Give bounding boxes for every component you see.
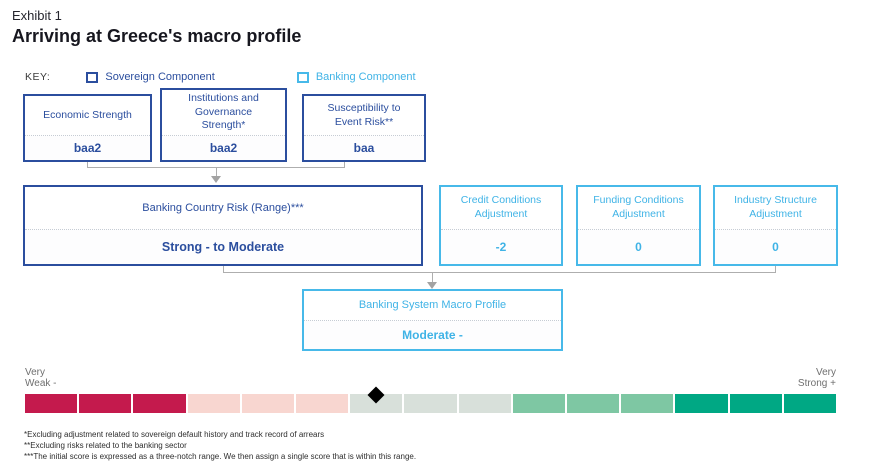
industry-structure-box: Industry Structure Adjustment 0 <box>713 185 838 266</box>
box-value: 0 <box>715 230 836 264</box>
connector-line <box>216 167 217 177</box>
box-label: Institutions and Governance Strength* <box>162 90 285 136</box>
scale-segment <box>783 394 837 413</box>
credit-conditions-box: Credit Conditions Adjustment -2 <box>439 185 563 266</box>
economic-strength-box: Economic Strength baa2 <box>23 94 152 162</box>
scale-segment <box>79 394 132 413</box>
scale-label-weak: Very Weak - <box>25 367 57 389</box>
scale-segment <box>133 394 186 413</box>
connector-line <box>775 266 776 272</box>
scale-segment <box>512 394 566 413</box>
box-value: baa <box>304 136 424 160</box>
box-value: baa2 <box>25 136 150 160</box>
exhibit-number: Exhibit 1 <box>12 8 62 23</box>
box-label: Credit Conditions Adjustment <box>441 187 561 230</box>
box-label: Economic Strength <box>25 96 150 136</box>
scale-segment <box>404 394 457 413</box>
footnotes: *Excluding adjustment related to soverei… <box>24 429 416 462</box>
scale-segment <box>567 394 620 413</box>
banking-country-risk-box: Banking Country Risk (Range)*** Strong -… <box>23 185 423 266</box>
scale-segment <box>350 394 403 413</box>
legend: KEY: Sovereign Component Banking Compone… <box>25 71 416 83</box>
box-label: Industry Structure Adjustment <box>715 187 836 230</box>
scale-segment <box>729 394 782 413</box>
event-risk-box: Susceptibility to Event Risk** baa <box>302 94 426 162</box>
scale-segment <box>25 394 78 413</box>
connector-line <box>344 162 345 168</box>
connector-line <box>223 272 776 273</box>
box-value: baa2 <box>162 136 285 160</box>
funding-conditions-box: Funding Conditions Adjustment 0 <box>576 185 701 266</box>
box-label: Banking Country Risk (Range)*** <box>25 187 421 230</box>
footnote: *Excluding adjustment related to soverei… <box>24 430 325 439</box>
box-label: Funding Conditions Adjustment <box>578 187 699 230</box>
connector-line <box>223 266 224 272</box>
legend-item-label: Banking Component <box>315 71 416 83</box>
box-value: Strong - to Moderate <box>25 230 421 264</box>
page-title: Arriving at Greece's macro profile <box>12 26 302 46</box>
legend-item-sovereign: Sovereign Component <box>86 71 215 83</box>
institutions-governance-box: Institutions and Governance Strength* ba… <box>160 88 287 162</box>
box-value: 0 <box>578 230 699 264</box>
scale-bar <box>25 386 837 413</box>
legend-item-banking: Banking Component <box>296 71 416 83</box>
scale-label-strong: Very Strong + <box>797 367 836 389</box>
legend-label: KEY: <box>25 71 51 83</box>
down-arrow-icon <box>427 282 437 289</box>
scale-segment <box>241 394 295 413</box>
footnote: ***The initial score is expressed as a t… <box>24 452 417 461</box>
banking-swatch-icon <box>296 71 309 83</box>
scale-segment <box>187 394 240 413</box>
down-arrow-icon <box>211 176 221 183</box>
scale-segment <box>675 394 728 413</box>
connector-line <box>87 162 88 168</box>
box-value: -2 <box>441 230 561 264</box>
footnote: **Excluding risks related to the banking… <box>24 441 187 450</box>
sovereign-swatch-icon <box>86 71 99 83</box>
connector-line <box>432 272 433 283</box>
scale-segment <box>458 394 511 413</box>
box-label: Banking System Macro Profile <box>304 291 561 321</box>
legend-item-label: Sovereign Component <box>105 71 215 83</box>
box-label: Susceptibility to Event Risk** <box>304 96 424 136</box>
box-value: Moderate - <box>304 321 561 349</box>
macro-profile-box: Banking System Macro Profile Moderate - <box>302 289 563 351</box>
scale-segment <box>296 394 349 413</box>
scale-segment <box>621 394 674 413</box>
